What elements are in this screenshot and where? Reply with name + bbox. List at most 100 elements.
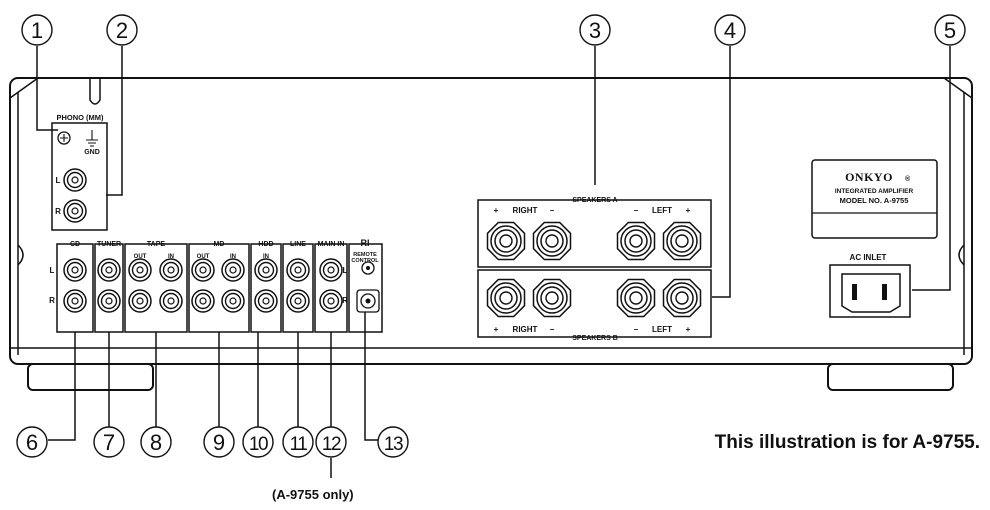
svg-text:INTEGRATED AMPLIFIER: INTEGRATED AMPLIFIER	[835, 188, 914, 195]
callout-1: 1	[21, 14, 53, 46]
svg-text:4: 4	[724, 18, 736, 43]
tape-in-jack-l[interactable]	[159, 258, 183, 282]
phono-jack-r[interactable]	[63, 199, 87, 223]
tuner-label: TUNER	[97, 241, 121, 248]
svg-text:6: 6	[26, 430, 38, 455]
svg-text:LEFT: LEFT	[652, 325, 672, 334]
main-in-label: MAIN IN	[318, 241, 345, 248]
cd-jack-r[interactable]	[63, 289, 87, 313]
svg-text:AC INLET: AC INLET	[850, 253, 887, 262]
svg-text:12: 12	[322, 434, 341, 455]
tape-out-jack-r[interactable]	[128, 289, 152, 313]
svg-text:IN: IN	[168, 254, 174, 260]
speaker-terminal-a-left-plus[interactable]	[662, 221, 702, 261]
line-jack-l[interactable]	[286, 258, 310, 282]
ac-inlet[interactable]: AC INLET	[829, 253, 911, 318]
svg-text:+: +	[494, 206, 499, 215]
callout-7: 7	[93, 426, 125, 458]
svg-text:OUT: OUT	[134, 254, 147, 260]
line-jack-r[interactable]	[286, 289, 310, 313]
svg-text:5: 5	[944, 18, 956, 43]
callout-10: 10	[242, 426, 274, 458]
svg-text:−: −	[634, 206, 639, 215]
speakers-b-label: SPEAKERS B	[572, 335, 618, 342]
svg-text:7: 7	[103, 430, 115, 455]
svg-text:L: L	[50, 266, 55, 275]
svg-text:CONTROL: CONTROL	[351, 258, 379, 264]
callout-4: 4	[714, 14, 746, 46]
svg-text:L: L	[343, 266, 348, 275]
svg-text:9: 9	[213, 430, 225, 455]
remote-control-jack[interactable]	[356, 261, 380, 313]
svg-text:R: R	[55, 207, 61, 216]
tape-in-jack-r[interactable]	[159, 289, 183, 313]
ground-icon	[86, 130, 98, 147]
speaker-terminal-a-right-plus[interactable]	[486, 221, 526, 261]
main-in-jack-r[interactable]	[319, 289, 343, 313]
md-in-jack-l[interactable]	[221, 258, 245, 282]
tuner-jack-r[interactable]	[97, 289, 121, 313]
svg-text:OUT: OUT	[197, 254, 210, 260]
svg-text:11: 11	[290, 434, 308, 455]
svg-text:−: −	[634, 325, 639, 334]
callout-2: 2	[106, 14, 138, 46]
speaker-terminal-a-left-minus[interactable]	[616, 221, 656, 261]
svg-text:RIGHT: RIGHT	[513, 325, 538, 334]
callout-8: 8	[140, 426, 172, 458]
svg-text:−: −	[550, 206, 555, 215]
line-label: LINE	[290, 241, 306, 248]
md-in-jack-r[interactable]	[221, 289, 245, 313]
svg-text:13: 13	[384, 434, 403, 455]
svg-text:3: 3	[589, 18, 601, 43]
md-out-jack-l[interactable]	[191, 258, 215, 282]
svg-text:REMOTE: REMOTE	[353, 252, 377, 258]
speaker-terminal-b-right-minus[interactable]	[532, 278, 572, 318]
tape-out-jack-l[interactable]	[128, 258, 152, 282]
speaker-terminal-a-right-minus[interactable]	[532, 221, 572, 261]
cd-label: CD	[70, 241, 80, 248]
svg-text:+: +	[686, 325, 691, 334]
hdd-in-jack-r[interactable]	[254, 289, 278, 313]
svg-text:MODEL NO. A-9755: MODEL NO. A-9755	[840, 196, 909, 205]
md-label: MD	[214, 241, 225, 248]
svg-text:−: −	[550, 325, 555, 334]
callout-3: 3	[579, 14, 611, 46]
hdd-label: HDD	[258, 241, 273, 248]
chassis	[9, 77, 973, 391]
speaker-terminal-b-right-plus[interactable]	[486, 278, 526, 318]
cd-jack-l[interactable]	[63, 258, 87, 282]
svg-text:10: 10	[249, 434, 268, 455]
callout-12: 12	[315, 426, 347, 458]
model-nameplate: ONKYO ® INTEGRATED AMPLIFIER MODEL NO. A…	[811, 159, 938, 239]
speakers-a-label: SPEAKERS A	[572, 197, 617, 204]
svg-text:®: ®	[905, 175, 911, 183]
svg-text:R: R	[342, 296, 348, 305]
hdd-in-jack-l[interactable]	[254, 258, 278, 282]
svg-text:+: +	[686, 206, 691, 215]
speaker-terminal-b-left-minus[interactable]	[616, 278, 656, 318]
main-in-jack-l[interactable]	[319, 258, 343, 282]
md-out-jack-r[interactable]	[191, 289, 215, 313]
tuner-jack-l[interactable]	[97, 258, 121, 282]
ri-label: RI	[361, 238, 370, 248]
svg-text:IN: IN	[230, 254, 236, 260]
svg-text:2: 2	[116, 18, 128, 43]
input-section	[56, 243, 383, 333]
model-only-note: (A-9755 only)	[272, 487, 354, 502]
speaker-terminal-b-left-plus[interactable]	[662, 278, 702, 318]
callout-13: 13	[377, 426, 409, 458]
svg-text:IN: IN	[263, 254, 269, 260]
svg-text:LEFT: LEFT	[652, 206, 672, 215]
illustration-note: This illustration is for A-9755.	[714, 432, 980, 453]
callout-5: 5	[934, 14, 966, 46]
callout-9: 9	[203, 426, 235, 458]
svg-text:RIGHT: RIGHT	[513, 206, 538, 215]
svg-text:R: R	[49, 296, 55, 305]
speaker-section	[477, 199, 712, 338]
svg-text:8: 8	[150, 430, 162, 455]
svg-text:1: 1	[31, 18, 43, 43]
phono-jack-l[interactable]	[63, 168, 87, 192]
svg-text:+: +	[494, 325, 499, 334]
tape-label: TAPE	[147, 241, 165, 248]
